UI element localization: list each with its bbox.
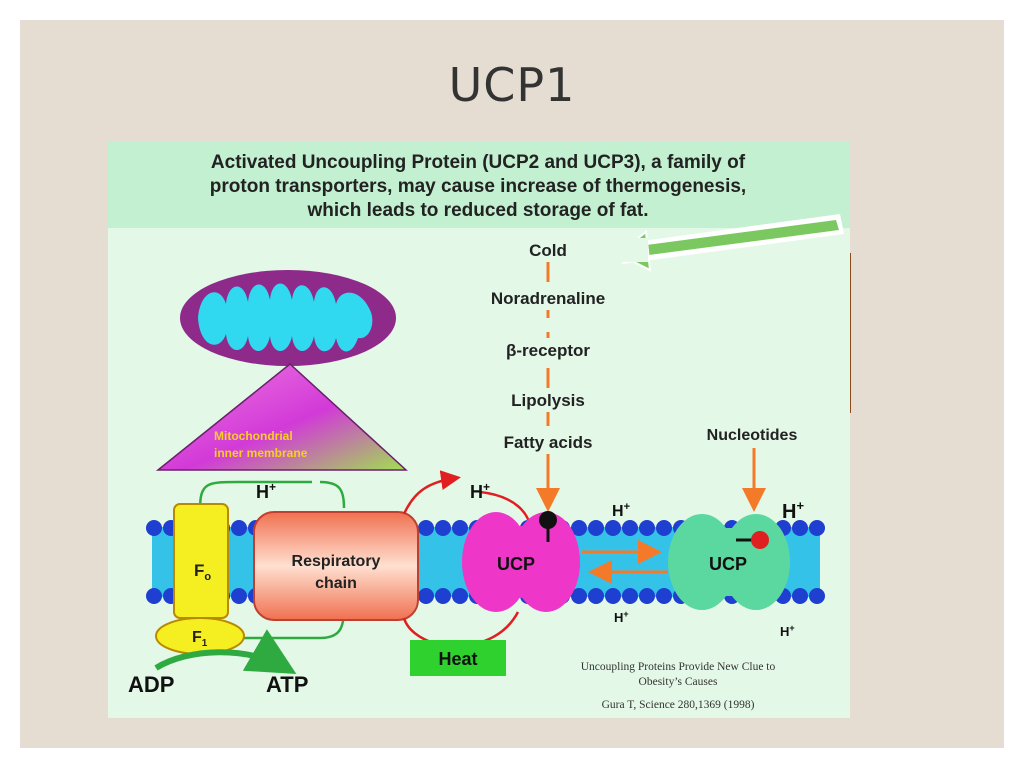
header-line-2: proton transporters, may cause increase … (210, 176, 746, 197)
lipid-head (588, 588, 604, 604)
header-line-1: Activated Uncoupling Protein (UCP2 and U… (211, 152, 746, 173)
mito-label-1: Mitochondrial (214, 429, 293, 443)
h-plus-bottom-right: H+ (780, 623, 795, 639)
lipid-head (792, 520, 808, 536)
lipid-head (622, 588, 638, 604)
heat-loop-upper (402, 470, 461, 515)
h-plus-bottom-mid-h: H (614, 610, 623, 625)
pathway-label-bg (448, 430, 648, 454)
pathway-label-bg (448, 388, 648, 412)
fo-main: F (194, 561, 204, 580)
ucp-right-label: UCP (709, 554, 747, 574)
h-plus-top-left: H+ (256, 480, 276, 502)
lipid-head (452, 520, 468, 536)
lipid-head (605, 588, 621, 604)
lipid-head (792, 588, 808, 604)
lipid-head (809, 520, 825, 536)
citation-line-1: Uncoupling Proteins Provide New Clue to (581, 661, 776, 673)
f1-main: F (192, 629, 202, 646)
h-plus-top-right: H+ (782, 498, 804, 523)
lipid-head (418, 520, 434, 536)
nucleotides-label: Nucleotides (707, 427, 798, 444)
h-plus-top-center: H+ (612, 501, 630, 520)
lipid-head (571, 588, 587, 604)
lipid-head (639, 520, 655, 536)
respiratory-label-1: Respiratory (292, 553, 381, 570)
respiratory-label-2: chain (315, 575, 357, 592)
slide-title: UCP1 (448, 58, 576, 112)
h-plus-bottom-mid: H+ (614, 609, 629, 625)
mito-label-2: inner membrane (214, 446, 308, 460)
ucp-left-label: UCP (497, 554, 535, 574)
pathway-label: Fatty acids (504, 433, 593, 452)
pathway-label: Cold (529, 241, 567, 260)
lipid-head (231, 588, 247, 604)
lipid-head (146, 588, 162, 604)
adp-atp-arrow (154, 629, 297, 675)
h-plus-top-left-h: H (256, 482, 269, 502)
header-line-3: which leads to reduced storage of fat. (306, 200, 648, 221)
atp-label: ATP (266, 672, 308, 697)
fo-sub: o (204, 571, 211, 583)
ucp-left (462, 512, 580, 612)
fo-label: Fo (194, 561, 211, 583)
lipid-head (605, 520, 621, 536)
ucp-right (668, 514, 790, 610)
lipid-head (435, 520, 451, 536)
h-plus-bottom-right-h: H (780, 624, 789, 639)
adp-label: ADP (128, 672, 174, 697)
h-plus-bottom-right-sign: + (789, 623, 794, 633)
heat-label: Heat (438, 649, 477, 669)
lipid-head (656, 520, 672, 536)
h-plus-top-left-sign: + (269, 480, 276, 494)
h-plus-top-right-sign: + (796, 498, 804, 513)
f1-label: F1 (192, 629, 208, 649)
lipid-head (622, 520, 638, 536)
lipid-head (231, 520, 247, 536)
lipid-head (452, 588, 468, 604)
lipid-head (435, 588, 451, 604)
mitochondrion (180, 270, 396, 366)
lipid-head (588, 520, 604, 536)
pathway-label-bg (448, 238, 648, 262)
f1-sub: 1 (202, 638, 208, 649)
respiratory-chain (253, 511, 419, 621)
lipid-head (656, 588, 672, 604)
h-plus-top-right-h: H (782, 501, 796, 523)
inner-membrane-triangle (155, 363, 408, 471)
fatty-acid-pin-head (539, 511, 557, 529)
lipid-head (418, 588, 434, 604)
lipid-head (571, 520, 587, 536)
h-plus-top-mid: H+ (470, 480, 490, 502)
h-plus-top-center-h: H (612, 503, 624, 520)
lipid-head (809, 588, 825, 604)
pathway-label-bg (448, 286, 648, 310)
ucp-diagram: Activated Uncoupling Protein (UCP2 and U… (108, 142, 850, 718)
proton-loop (198, 480, 346, 511)
pathway-label: Noradrenaline (491, 289, 605, 308)
citation-line-2: Obesity’s Causes (639, 676, 718, 688)
pathway-label-bg (448, 338, 648, 362)
citation-line-3: Gura T, Science 280,1369 (1998) (602, 699, 755, 711)
nucleotide-pin-head (751, 531, 769, 549)
h-plus-bottom-mid-sign: + (623, 609, 628, 619)
header-band (108, 142, 850, 228)
lipid-head (146, 520, 162, 536)
pathway-label: Lipolysis (511, 391, 585, 410)
pathway-label: β-receptor (506, 341, 590, 360)
heat-box (410, 640, 506, 676)
h-plus-top-mid-h: H (470, 482, 483, 502)
lipid-head (639, 588, 655, 604)
h-plus-top-center-sign: + (624, 501, 630, 513)
h-plus-top-mid-sign: + (483, 480, 490, 494)
